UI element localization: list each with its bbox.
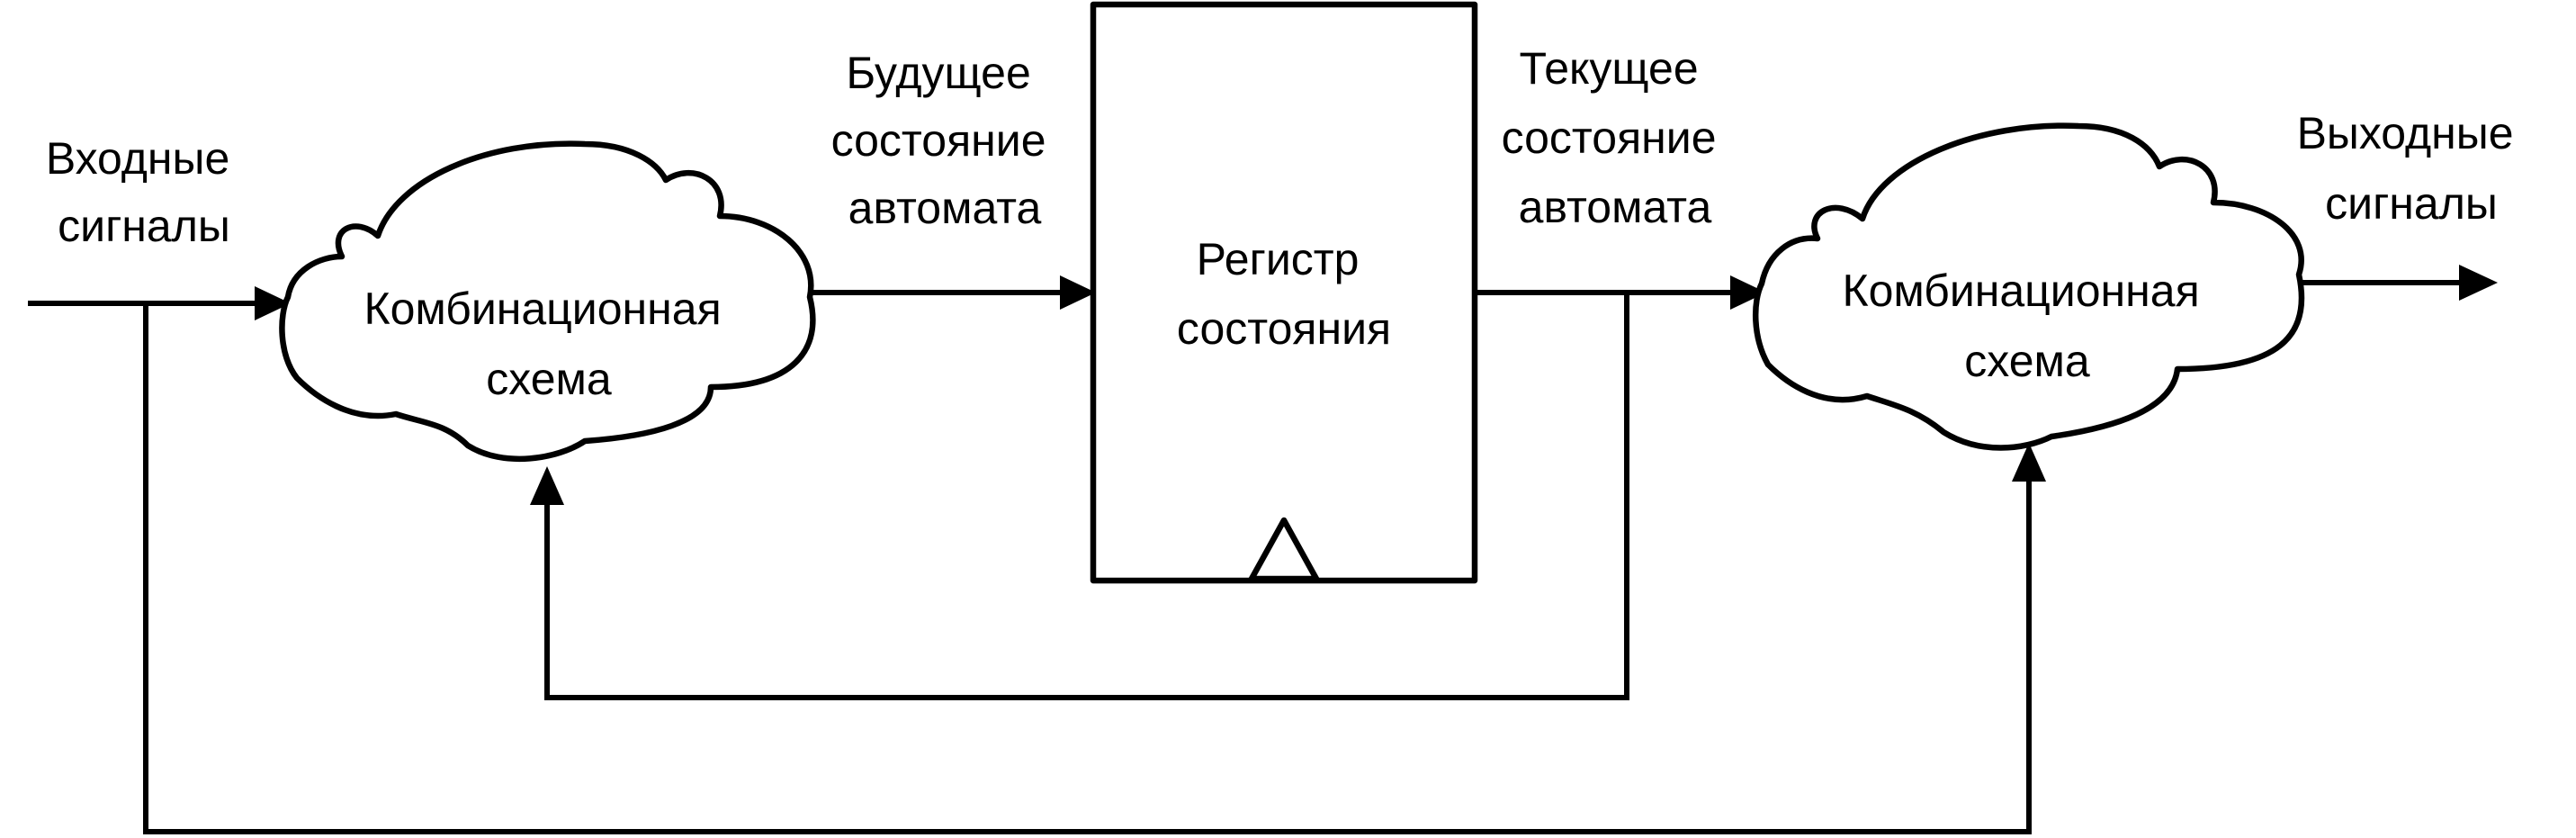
register-line-1: Регистр [1197, 234, 1360, 284]
clock-triangle [1248, 517, 1320, 582]
state-register [1090, 1, 1478, 584]
logic-left-line-2: схема [486, 354, 612, 404]
next-state-arrow [1060, 275, 1096, 310]
current-state-line-2: состояние [1502, 113, 1717, 163]
logic-left-text: Комбинационная схема [364, 284, 733, 404]
feedback-arrow [530, 466, 564, 505]
input-signals-line-2: сигналы [58, 201, 230, 251]
logic-right-text: Комбинационная схема [1842, 266, 2212, 386]
logic-right-line-1: Комбинационная [1842, 266, 2199, 316]
feedback-wire [544, 290, 1629, 700]
output-signals-line-2: сигналы [2325, 178, 2498, 229]
combinational-logic-cloud-left [279, 140, 816, 462]
register-text: Регистр состояния [1177, 234, 1391, 354]
current-state-arrow [1730, 275, 1766, 310]
output-signals-label: Выходные сигналы [2297, 108, 2527, 229]
next-state-line-2: состояние [831, 115, 1046, 166]
register-line-2: состояния [1177, 303, 1391, 354]
input-arrow [255, 286, 291, 320]
current-state-line-3: автомата [1519, 182, 1712, 232]
input-bypass-wire [143, 301, 2032, 834]
logic-right-line-2: схема [1964, 336, 2090, 386]
current-state-line-1: Текущее [1519, 43, 1698, 94]
output-signals-line-1: Выходные [2297, 108, 2514, 158]
input-signals-line-1: Входные [46, 133, 229, 184]
input-signals-label: Входные сигналы [46, 133, 242, 251]
logic-left-line-1: Комбинационная [364, 284, 721, 334]
combinational-logic-cloud-right [1752, 122, 2305, 451]
output-arrow [2459, 265, 2498, 301]
next-state-label: Будущее состояние автомата [831, 48, 1059, 233]
next-state-line-1: Будущее [846, 48, 1030, 98]
input-bypass-arrow [2012, 443, 2046, 482]
next-state-line-3: автомата [848, 183, 1042, 233]
current-state-label: Текущее состояние автомата [1502, 43, 1729, 232]
